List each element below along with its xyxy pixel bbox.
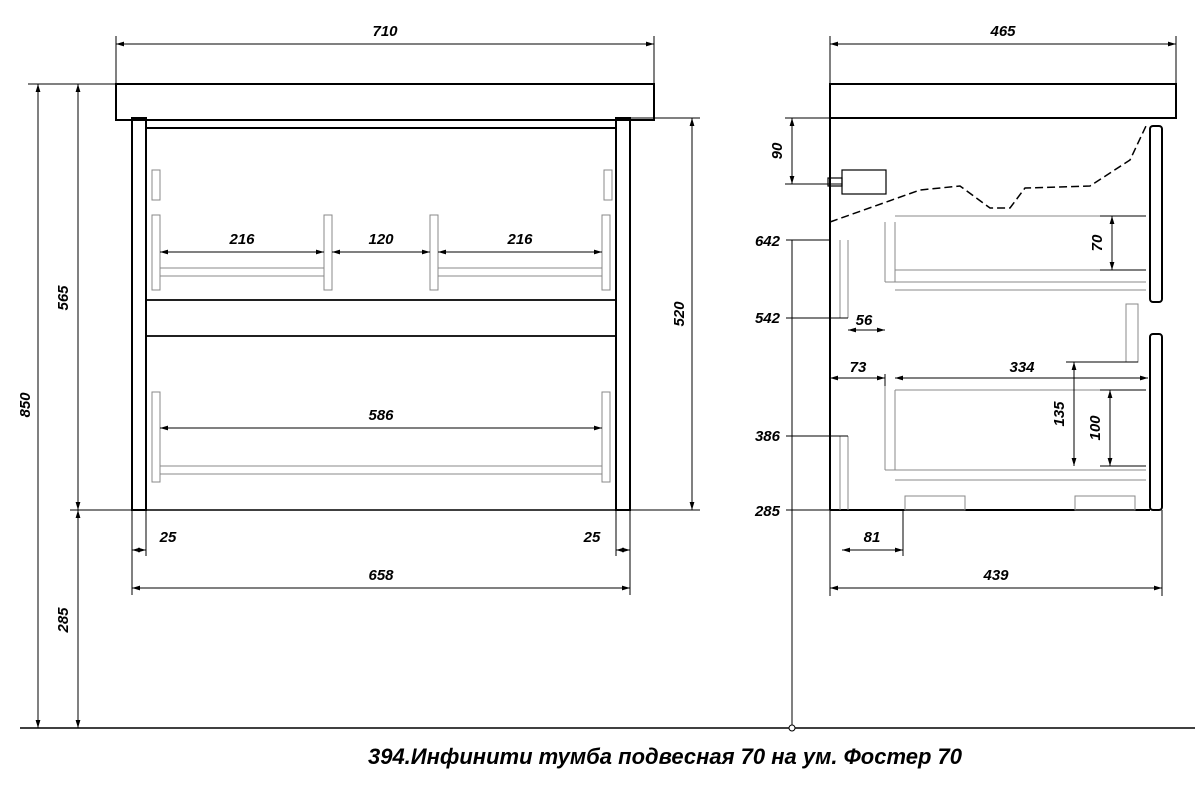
dim-90: 90 <box>769 142 786 159</box>
upper-facade-side <box>1149 125 1163 303</box>
dim-216-left: 216 <box>228 231 255 248</box>
dim-135: 135 <box>1051 401 1068 427</box>
upper-drawer-facade <box>145 127 617 301</box>
drawing-caption: 394.Инфинити тумба подвесная 70 на ум. Ф… <box>367 744 963 769</box>
dim-565: 565 <box>55 285 72 311</box>
side-view <box>827 83 1177 511</box>
front-view <box>20 83 1195 729</box>
dim-285-side: 285 <box>754 503 781 520</box>
lower-drawer-box <box>151 391 611 483</box>
dim-120: 120 <box>368 231 394 248</box>
dim-386: 386 <box>755 428 781 445</box>
dim-216-right: 216 <box>506 231 533 248</box>
countertop-front <box>115 83 655 121</box>
dim-465: 465 <box>989 23 1016 40</box>
side-dimensions <box>785 36 1177 732</box>
lower-facade-side <box>1149 333 1163 511</box>
right-side-panel <box>615 117 631 511</box>
left-side-panel <box>131 117 147 511</box>
dim-73: 73 <box>850 359 867 376</box>
dim-850: 850 <box>17 392 34 418</box>
countertop-side <box>829 83 1177 119</box>
dim-285: 285 <box>55 607 72 634</box>
dim-586: 586 <box>368 407 394 424</box>
dim-520: 520 <box>671 301 688 327</box>
front-dimension-labels: 710 850 565 285 520 216 120 216 586 25 2… <box>17 23 688 634</box>
dim-334: 334 <box>1009 359 1035 376</box>
side-dimension-labels: 465 90 642 542 386 285 70 56 73 334 135 … <box>754 23 1106 584</box>
dim-542: 542 <box>755 310 781 327</box>
dim-56: 56 <box>856 312 873 329</box>
dim-710: 710 <box>372 23 398 40</box>
siphon <box>841 169 887 195</box>
dim-439: 439 <box>982 567 1009 584</box>
dim-25-left: 25 <box>159 529 177 546</box>
sink-outline <box>829 125 1147 223</box>
upper-left-drawer <box>151 169 333 291</box>
dim-642: 642 <box>755 233 781 250</box>
front-dimensions <box>28 36 700 728</box>
middle-rail <box>145 299 617 337</box>
dim-658: 658 <box>368 567 394 584</box>
dim-81: 81 <box>864 529 881 546</box>
dim-100: 100 <box>1087 415 1104 441</box>
upper-right-drawer <box>429 169 613 291</box>
dim-25-right: 25 <box>583 529 601 546</box>
dim-70: 70 <box>1089 234 1106 251</box>
lower-drawer-facade <box>145 335 617 511</box>
